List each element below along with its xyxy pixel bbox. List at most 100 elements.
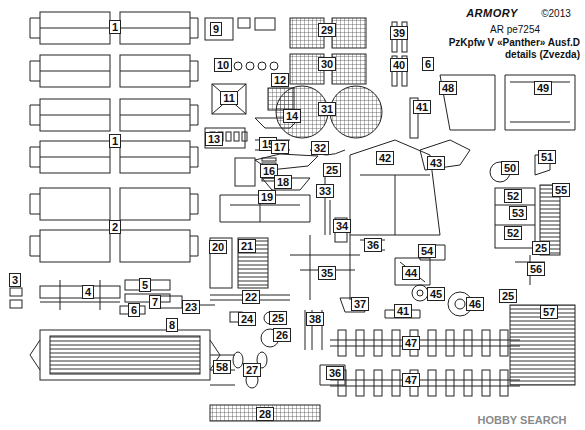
- etch-part: [356, 370, 364, 396]
- callout-number: 36: [364, 238, 382, 252]
- etch-part: [30, 61, 198, 81]
- callout-number: 19: [258, 190, 276, 204]
- etch-part: [446, 370, 454, 396]
- callout-number: 25: [532, 241, 550, 255]
- watermark: HOBBY SEARCH: [477, 414, 566, 426]
- callout-number: 7: [149, 295, 161, 309]
- callout-number: 57: [540, 305, 558, 319]
- etch-part: [30, 236, 198, 256]
- callout-number: 22: [242, 290, 260, 304]
- callout-number: 55: [552, 183, 570, 197]
- callout-number: 6: [422, 57, 434, 71]
- etch-part: [500, 330, 508, 356]
- callout-number: 47: [402, 373, 420, 387]
- etch-part: [446, 330, 454, 356]
- callout-number: 1: [109, 20, 121, 34]
- callout-number: 23: [182, 300, 200, 314]
- etch-part: [338, 330, 346, 356]
- etch-part: [30, 194, 198, 214]
- etch-part: [500, 370, 508, 396]
- callout-number: 3: [9, 273, 21, 287]
- callout-number: 4: [82, 285, 94, 299]
- callout-number: 12: [271, 73, 289, 87]
- etch-part: [428, 330, 436, 356]
- etch-part: [262, 158, 276, 161]
- callout-number: 5: [139, 278, 151, 292]
- callout-number: 49: [534, 81, 552, 95]
- callout-number: 10: [214, 58, 232, 72]
- callout-number: 32: [311, 141, 329, 155]
- callout-number: 39: [390, 26, 408, 40]
- callout-number: 46: [466, 297, 484, 311]
- etch-part: [428, 370, 436, 396]
- etch-part: [464, 370, 472, 396]
- etch-part: [40, 71, 190, 72]
- brand-logo: ARMORY: [466, 7, 518, 19]
- callout-number: 42: [376, 151, 394, 165]
- callout-number: 48: [439, 81, 457, 95]
- callout-number: 17: [271, 140, 289, 154]
- callout-number: 25: [323, 163, 341, 177]
- callout-number: 28: [256, 407, 274, 421]
- callout-number: 14: [283, 109, 301, 123]
- etch-part: [40, 115, 190, 116]
- callout-number: 30: [318, 57, 336, 71]
- sheet-code: AR pe7254: [490, 24, 540, 35]
- callout-number: 33: [316, 184, 334, 198]
- callout-number: 31: [318, 102, 336, 116]
- etch-part: [40, 230, 110, 262]
- callout-number: 11: [220, 91, 238, 105]
- etch-part: [464, 330, 472, 356]
- callout-number: 43: [427, 156, 445, 170]
- callout-number: 45: [427, 287, 445, 301]
- callout-number: 1: [109, 134, 121, 148]
- sheet-title: PzKpfw V «Panther» Ausf.D details (Zvezd…: [430, 37, 580, 61]
- etch-part: [40, 157, 190, 158]
- callout-number: 51: [538, 150, 556, 164]
- callout-number: 2: [109, 220, 121, 234]
- callout-number: 37: [351, 297, 369, 311]
- callout-number: 52: [504, 226, 522, 240]
- callout-number: 53: [509, 206, 527, 220]
- callout-number: 25: [499, 289, 517, 303]
- callout-number: 25: [269, 311, 287, 325]
- etch-part: [120, 188, 190, 220]
- etch-part: [392, 330, 400, 356]
- etch-part: [30, 105, 198, 125]
- etch-part: [30, 18, 198, 38]
- etch-part: [482, 330, 490, 356]
- etch-part: [356, 330, 364, 356]
- callout-number: 47: [402, 336, 420, 350]
- callout-number: 26: [273, 328, 291, 342]
- etch-part: [392, 370, 400, 396]
- etch-part: [30, 147, 198, 167]
- callout-number: 27: [243, 363, 261, 377]
- callout-number: 40: [390, 58, 408, 72]
- callout-number: 50: [501, 161, 519, 175]
- sheet-code: ©2013: [541, 8, 571, 19]
- callout-number: 24: [238, 312, 256, 326]
- callout-number: 6: [128, 303, 140, 317]
- callout-number: 34: [333, 219, 351, 233]
- callout-number: 52: [504, 189, 522, 203]
- etch-part: [40, 188, 110, 220]
- callout-number: 13: [205, 132, 223, 146]
- callout-number: 54: [418, 244, 436, 258]
- callout-number: 56: [527, 262, 545, 276]
- etch-part: [374, 330, 382, 356]
- callout-number: 29: [318, 23, 336, 37]
- etch-part: [226, 132, 231, 141]
- etch-part: [482, 370, 490, 396]
- callout-number: 41: [413, 100, 431, 114]
- callout-number: 41: [394, 304, 412, 318]
- callout-number: 35: [318, 266, 336, 280]
- etch-part: [374, 370, 382, 396]
- etch-part: [234, 132, 239, 141]
- callout-number: 21: [238, 239, 256, 253]
- callout-number: 8: [166, 318, 178, 332]
- callout-number: 36: [326, 366, 344, 380]
- callout-number: 44: [402, 266, 420, 280]
- etch-part: [120, 230, 190, 262]
